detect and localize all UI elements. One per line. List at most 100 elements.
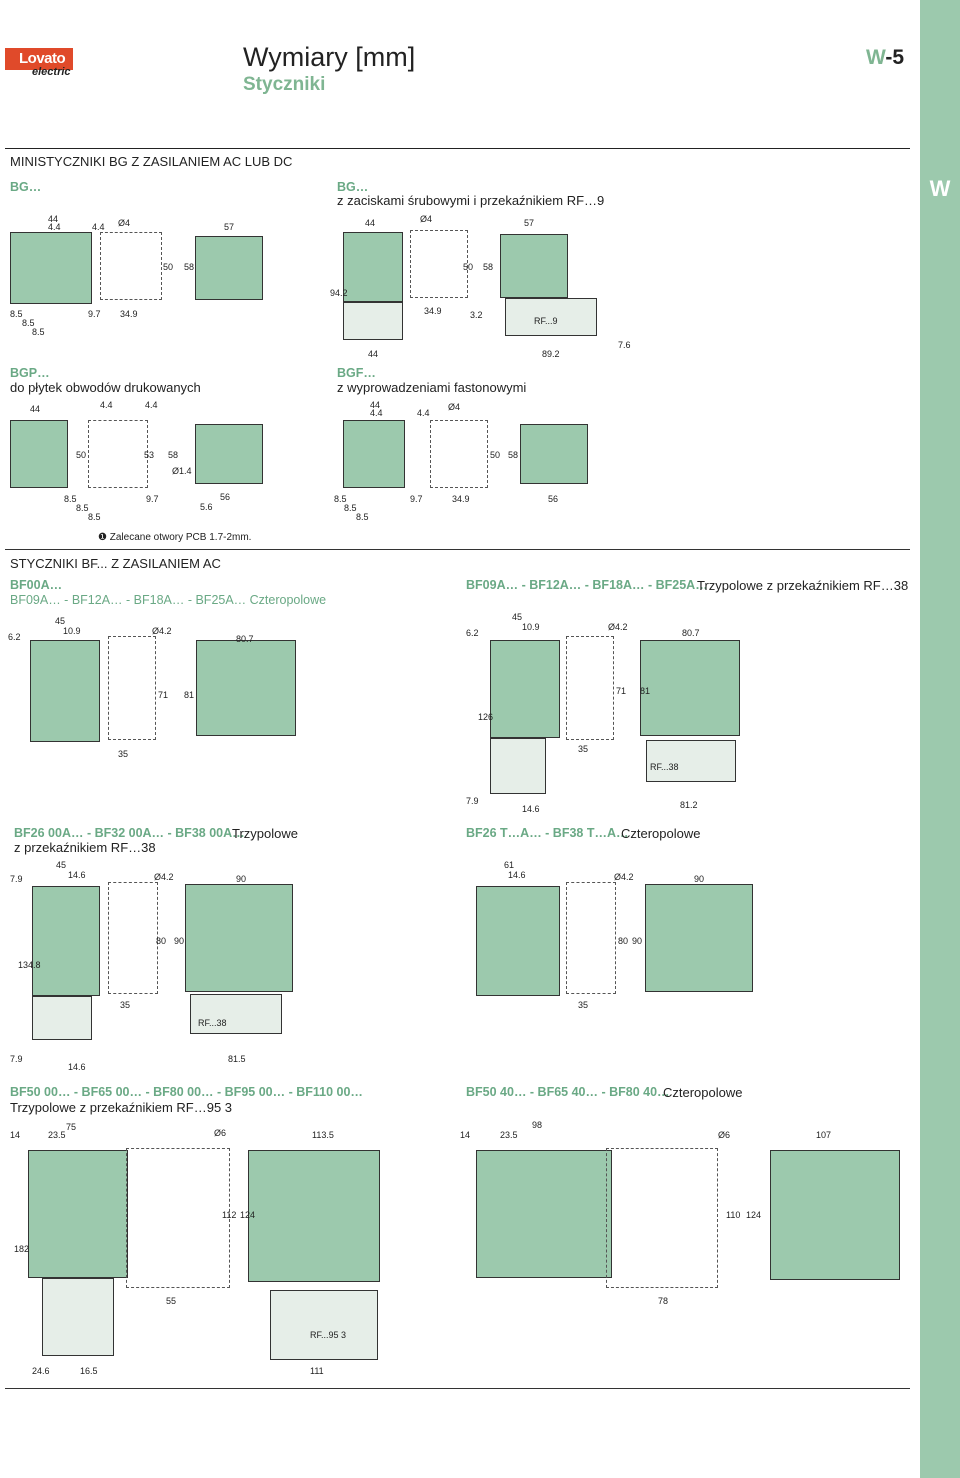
bgf-front-view (343, 420, 405, 488)
dim-text: 50 (163, 262, 174, 272)
dim-text: 34.9 (424, 306, 442, 316)
bf50-4-side-view (770, 1150, 900, 1280)
dim-text: 134.8 (18, 960, 41, 970)
dim-text: Ø1.4 (172, 466, 192, 476)
dim-text: 9.7 (410, 494, 423, 504)
dim-text: 3.2 (470, 310, 483, 320)
section-title-bf: STYCZNIKI BF... Z ZASILANIEM AC (10, 556, 221, 571)
desc-bf50-4: Czteropolowe (663, 1085, 743, 1100)
bf26-relay-front (32, 996, 92, 1040)
dim-text: 50 (490, 450, 501, 460)
dim-text: 44 (365, 218, 376, 228)
dim-text: 7.9 (10, 874, 23, 884)
dim-text: 35 (118, 749, 129, 759)
label-bf09: BF09A… - BF12A… - BF18A… - BF25A… (466, 578, 708, 592)
side-tab-letter: W (929, 176, 951, 201)
bf09-front-view (490, 640, 560, 738)
dim-text: 10.9 (63, 626, 81, 636)
dim-text: 90 (632, 936, 643, 946)
label-bgp: BGP… (10, 366, 50, 380)
bf26-relay-side (190, 994, 282, 1034)
dim-text: 58 (508, 450, 519, 460)
bf00-front-view (30, 640, 100, 742)
bgf-side-view (520, 424, 588, 484)
dim-text: 23.5 (500, 1130, 518, 1140)
dim-text: 8.5 (32, 327, 45, 337)
bf50-4-mounting-outline (606, 1148, 718, 1288)
bf09-mounting-outline (566, 636, 614, 740)
dim-text: 24.6 (32, 1366, 50, 1376)
bf26t-front-view (476, 886, 560, 996)
bgp-pcb-outline (88, 420, 148, 488)
dim-text: 113.5 (312, 1130, 334, 1140)
bf26-side-view (185, 884, 293, 992)
dim-text: Ø4 (420, 214, 433, 224)
dim-text: 45 (56, 860, 67, 870)
bf09-relay-side (646, 740, 736, 782)
dim-text: 182 (14, 1244, 30, 1254)
bg2-side-view (500, 234, 568, 298)
label-bf50: BF50 00… - BF65 00… - BF80 00… - BF95 00… (10, 1085, 363, 1099)
dim-text: 34.9 (452, 494, 470, 504)
page-subtitle: Styczniki (243, 74, 326, 95)
dim-text: Ø4.2 (608, 622, 628, 632)
dim-text: 14.6 (522, 804, 540, 814)
dim-text: 94.2 (330, 288, 348, 298)
dim-text: 45 (55, 616, 66, 626)
label-bf26: BF26 00A… - BF32 00A… - BF38 00A… (14, 826, 245, 840)
page-number: W-5 (866, 46, 905, 69)
pcb-note: ❶ Zalecane otwory PCB 1.7-2mm. (98, 532, 252, 543)
dim-text: 7.9 (10, 1054, 23, 1064)
dim-text: 71 (616, 686, 627, 696)
dim-text: 81 (184, 690, 195, 700)
bf00-side-view (196, 640, 296, 736)
dim-text: 50 (76, 450, 87, 460)
bf50-mounting-outline (126, 1148, 230, 1288)
dim-text: 44 (48, 214, 59, 224)
desc-bf00-text: BF09A… - BF12A… - BF18A… - BF25A… Cztero… (10, 593, 327, 607)
label-bg: BG… (10, 180, 42, 194)
bg-front-view (10, 232, 92, 304)
dim-text: 57 (224, 222, 235, 232)
dim-text: 53 (144, 450, 155, 460)
dim-text: RF...95 3 (310, 1330, 347, 1340)
dim-text: 124 (746, 1210, 762, 1220)
dim-text: 14.6 (68, 1062, 86, 1072)
dim-text: 35 (578, 1000, 589, 1010)
desc-bf26t: Czteropolowe (621, 826, 701, 841)
dim-text: Ø4.2 (614, 872, 634, 882)
dim-text: 61 (504, 860, 515, 870)
dim-text: 90 (174, 936, 185, 946)
dim-text: 112 (222, 1210, 237, 1220)
dim-text: 7.9 (466, 796, 479, 806)
page-title: Wymiary [mm] (243, 42, 416, 72)
dim-text: Ø4.2 (152, 626, 172, 636)
dim-text: 56 (548, 494, 559, 504)
dim-text: 80.7 (236, 634, 254, 644)
bf26t-side-view (645, 884, 753, 992)
dim-text: 90 (694, 874, 705, 884)
desc-bf09: Trzypolowe z przekaźnikiem RF…38 (697, 578, 909, 593)
dim-text: 35 (578, 744, 589, 754)
dim-text: 44 (370, 400, 381, 410)
dim-text: 126 (478, 712, 494, 722)
bf50-side-view (248, 1150, 380, 1282)
desc-bgf: z wyprowadzeniami fastonowymi (337, 380, 527, 395)
dim-text: 71 (158, 690, 169, 700)
bg-side-view (195, 236, 263, 300)
dim-text: Ø6 (718, 1130, 731, 1140)
bf50-relay-side (270, 1290, 378, 1360)
dim-text: 81.5 (228, 1054, 246, 1064)
dim-text: 14 (460, 1130, 471, 1140)
dim-text: 44 (368, 349, 379, 359)
dim-text: 75 (66, 1122, 77, 1132)
dim-text: 34.9 (120, 309, 138, 319)
dim-text: 78 (658, 1296, 669, 1306)
dim-text: 14.6 (68, 870, 86, 880)
label-bf50-4: BF50 40… - BF65 40… - BF80 40… (466, 1085, 670, 1099)
bf50-4-front-view (476, 1150, 612, 1278)
dim-text: 45 (512, 612, 523, 622)
dim-text: 14 (10, 1130, 21, 1140)
dim-text: 4.4 (370, 408, 383, 418)
bf09-relay-front (490, 738, 546, 794)
